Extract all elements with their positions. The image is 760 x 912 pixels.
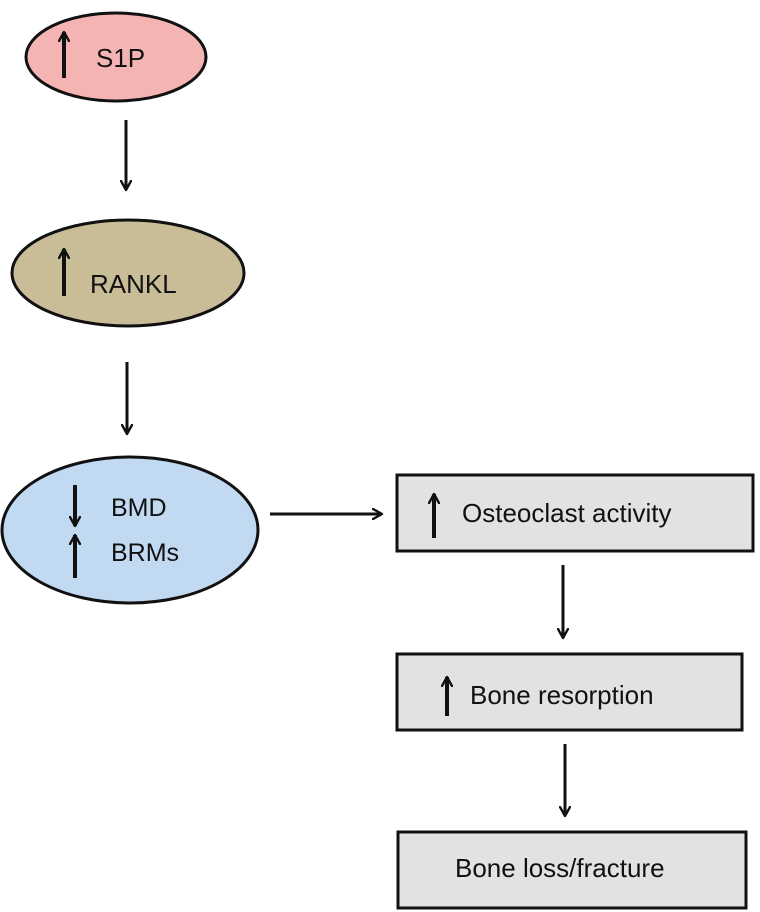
node-bone-markers: BMD BRMs <box>0 455 260 605</box>
node-outcome: Bone loss/fracture <box>396 830 748 910</box>
resorption-box <box>395 652 744 732</box>
outcome-label: Bone loss/fracture <box>455 853 665 883</box>
s1p-label: S1P <box>96 43 145 73</box>
brms-label: BRMs <box>111 539 179 567</box>
rankl-ellipse <box>10 218 246 328</box>
node-rankl: RANKL <box>10 218 246 328</box>
resorption-label: Bone resorption <box>470 680 654 710</box>
osteoclast-label: Osteoclast activity <box>462 498 672 528</box>
bone-markers-ellipse <box>0 455 260 605</box>
node-resorption: Bone resorption <box>395 652 744 732</box>
node-osteoclast: Osteoclast activity <box>395 473 755 553</box>
rankl-label: RANKL <box>90 269 177 299</box>
s1p-ellipse <box>24 11 208 103</box>
node-s1p: S1P <box>24 11 208 103</box>
osteoclast-box <box>395 473 755 553</box>
bmd-label: BMD <box>111 494 167 522</box>
outcome-box <box>396 830 748 910</box>
